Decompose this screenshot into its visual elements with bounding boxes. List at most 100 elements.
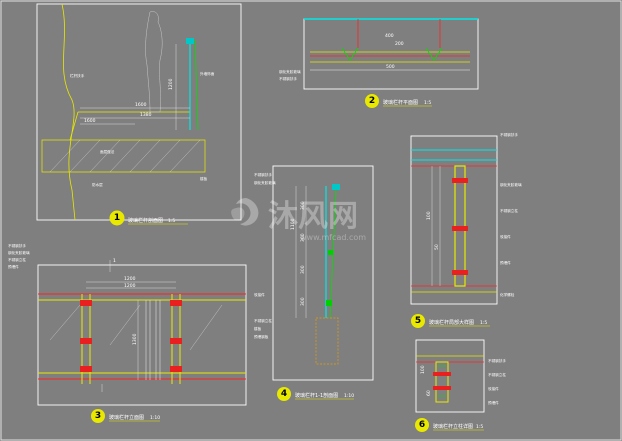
note-4c: 驳接件	[254, 292, 265, 297]
caption-4-badge	[277, 387, 291, 401]
caption-3-scale: 1:10	[150, 415, 160, 421]
caption-4-title: 玻璃栏杆1-1剖面图	[295, 392, 338, 399]
drawing-4-dims	[295, 186, 307, 318]
note-6c: 驳接件	[488, 386, 499, 391]
watermark-logo-icon	[231, 198, 259, 226]
drawing-6-frame	[415, 339, 485, 413]
detail6-post	[435, 361, 449, 403]
note-4d: 不锈钢立柱	[254, 318, 272, 323]
caption-1-number: 1	[114, 213, 120, 223]
plan-posts	[341, 47, 443, 61]
drawing-3: 1200 1200 1300 1 不锈钢扶手 钢化夹胶玻璃 不锈钢立柱 预埋件 …	[8, 243, 247, 423]
dim-1b: 1380	[140, 112, 152, 118]
post-right	[170, 294, 182, 384]
watermark-url: www.mfcad.com	[300, 233, 366, 242]
note-6d: 预埋件	[488, 400, 499, 405]
dim-3a: 1200	[124, 276, 136, 282]
note-2a: 钢化夹胶玻璃	[279, 69, 301, 74]
caption-3-title: 玻璃栏杆立面图	[109, 414, 144, 421]
watermark: 沐风网 www.mfcad.com	[231, 198, 366, 242]
detail-fixings	[452, 178, 468, 275]
drawing-4: 1100 300 300 300 300 不锈钢扶手 钢化夹胶玻璃 驳接件 不锈…	[254, 165, 374, 401]
dim-2a: 400	[385, 33, 394, 39]
rail-section-cap	[332, 184, 340, 190]
drawing-1: 1600 1380 1200 1600 外墙饰面 栏杆扶手 面层做法 防水层 楼…	[36, 3, 242, 226]
caption-4-scale: 1:10	[344, 393, 354, 399]
dim-2b: 500	[386, 64, 395, 70]
note-3d: 预埋件	[8, 264, 19, 269]
note-1e: 楼板	[200, 176, 208, 181]
drawing-5: 100 50 不锈钢扶手 钢化夹胶玻璃 不锈钢立柱 驳接件 预埋件 化学螺栓 5…	[410, 132, 522, 328]
caption-2-scale: 1:5	[424, 100, 431, 106]
caption-6-badge	[415, 418, 429, 432]
detail-red-lines	[411, 165, 497, 287]
drawing-4-frame	[272, 165, 374, 381]
dim-6b: 60	[426, 390, 432, 396]
caption-6-title: 玻璃栏杆立柱详图	[433, 423, 473, 430]
caption-4-number: 4	[281, 389, 287, 399]
note-5f: 化学螺栓	[500, 292, 515, 297]
drawing-3-dims	[86, 260, 176, 392]
caption-5-number: 5	[415, 316, 421, 326]
note-4a: 不锈钢扶手	[254, 172, 272, 177]
note-3c: 不锈钢立柱	[8, 257, 26, 262]
note-1b: 栏杆扶手	[70, 73, 85, 78]
caption-1-badge	[109, 210, 125, 226]
post-line	[194, 39, 199, 131]
caption-5-title: 玻璃栏杆局部大样图	[429, 319, 474, 326]
drawing-2: 400 500 200 钢化夹胶玻璃 不锈钢扶手 2 玻璃栏杆平面图 1:5	[279, 18, 479, 108]
detail6-fixings	[433, 372, 451, 390]
caption-3-number: 3	[95, 411, 101, 421]
drawing-5-dims	[431, 166, 441, 286]
note-4e: 楼板	[254, 326, 262, 331]
note-5e: 预埋件	[500, 260, 511, 265]
person-figure	[145, 11, 163, 113]
dim-4a: 1100	[290, 218, 296, 230]
caption-2-number: 2	[369, 96, 375, 106]
section-mark-3: 1	[113, 258, 116, 264]
drawing-1-dims	[80, 44, 190, 130]
drawing-3-frame	[37, 264, 247, 406]
dim-1c: 1200	[168, 78, 174, 90]
dim-3c: 1300	[132, 333, 138, 345]
drawing-5-frame	[410, 135, 498, 305]
dim-4b: 300	[300, 201, 306, 210]
dim-5a: 100	[426, 211, 432, 220]
caption-2-badge	[365, 94, 379, 108]
floor-line	[69, 111, 191, 141]
note-4f: 预埋钢板	[254, 334, 269, 339]
post-middle-pair	[145, 300, 161, 380]
clamp-points	[326, 250, 333, 306]
slab-hatch	[49, 139, 201, 173]
watermark-brand: 沐风网	[268, 199, 358, 234]
drawing-2-frame	[303, 18, 479, 90]
caption-6-number: 6	[419, 420, 425, 430]
caption-1-title: 玻璃栏杆剖面图	[128, 217, 163, 224]
caption-5-scale: 1:5	[480, 320, 487, 326]
drawing-6: 100 60 不锈钢扶手 不锈钢立柱 驳接件 预埋件 6 玻璃栏杆立柱详图 1:…	[415, 339, 506, 432]
slab-outline	[41, 139, 206, 173]
note-5b: 钢化夹胶玻璃	[500, 182, 522, 187]
note-1d: 防水层	[92, 182, 103, 187]
note-5c: 不锈钢立柱	[500, 208, 518, 213]
glass-reflection	[49, 304, 223, 351]
caption-5-badge	[411, 314, 425, 328]
dim-6a: 100	[420, 365, 426, 374]
dim-1a: 1600	[135, 102, 147, 108]
note-6b: 不锈钢立柱	[488, 372, 506, 377]
post-left	[80, 294, 92, 384]
detail6-green	[438, 365, 446, 397]
handrail-cap	[186, 38, 194, 44]
note-3b: 钢化夹胶玻璃	[8, 250, 30, 255]
caption-3-badge	[91, 409, 105, 423]
drawing-1-frame	[36, 3, 242, 221]
dim-2c: 200	[395, 41, 404, 47]
caption-1-scale: 1:5	[168, 218, 175, 224]
slab-section	[315, 317, 339, 365]
dim-5b: 50	[434, 244, 440, 250]
note-4b: 钢化夹胶玻璃	[254, 180, 276, 185]
note-1c: 面层做法	[100, 149, 115, 154]
dim-4d: 300	[300, 265, 306, 274]
